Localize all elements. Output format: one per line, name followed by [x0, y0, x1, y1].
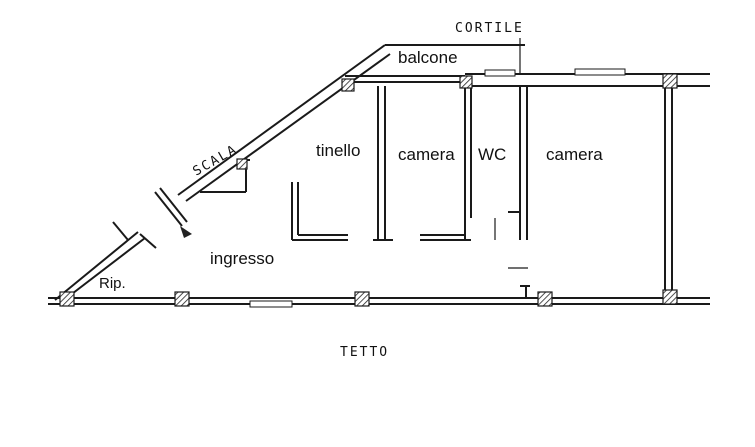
label-camera-2: camera [546, 145, 603, 164]
label-tinello: tinello [316, 141, 360, 160]
entry-arrow-icon [180, 226, 192, 238]
label-scala: SCALA [191, 142, 241, 180]
windows [249, 38, 626, 308]
outer-walls [48, 44, 710, 305]
label-cortile: CORTILE [455, 21, 524, 36]
label-balcone: balcone [398, 48, 458, 67]
interior-walls [112, 86, 530, 298]
label-wc: WC [478, 145, 506, 164]
label-ingresso: ingresso [210, 249, 274, 268]
label-rip: Rip. [99, 275, 126, 292]
pillars [59, 73, 678, 307]
label-camera-1: camera [398, 145, 455, 164]
label-tetto: TETTO [340, 345, 389, 360]
